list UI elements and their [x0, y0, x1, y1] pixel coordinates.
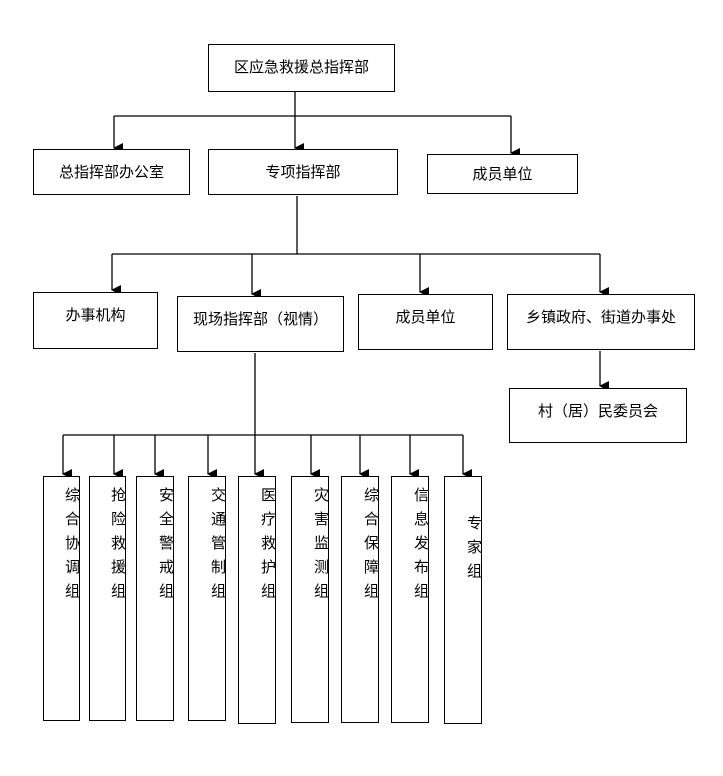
group-experts: 专家组 [444, 476, 483, 724]
group-monitoring: 灾害监测组 [291, 476, 330, 723]
group-traffic-label: 交通管制组 [209, 487, 227, 607]
group-logistics-label: 综合保障组 [362, 487, 380, 607]
township-node: 乡镇政府、街道办事处 [507, 294, 695, 350]
group-logistics: 综合保障组 [341, 476, 380, 723]
group-rescue-label: 抢险救援组 [109, 487, 127, 607]
member-units-node-2: 成员单位 [358, 294, 493, 350]
township-label: 乡镇政府、街道办事处 [525, 308, 676, 326]
group-information: 信息发布组 [391, 476, 430, 723]
village-committee-node: 村（居）民委员会 [509, 388, 687, 443]
member-units-label-2: 成员单位 [395, 308, 456, 326]
group-security-label: 安全警戒组 [157, 487, 175, 607]
special-command-label: 专项指挥部 [265, 163, 341, 181]
office-label: 总指挥部办公室 [58, 163, 164, 181]
member-units-label-1: 成员单位 [472, 165, 533, 183]
site-command-node: 现场指挥部（视情） [177, 296, 344, 352]
office-agency-node: 办事机构 [33, 292, 158, 349]
group-security: 安全警戒组 [136, 476, 175, 721]
group-information-label: 信息发布组 [412, 487, 430, 607]
member-units-node-1: 成员单位 [427, 154, 578, 194]
group-traffic: 交通管制组 [188, 476, 227, 721]
group-rescue: 抢险救援组 [89, 476, 127, 721]
office-agency-label: 办事机构 [65, 306, 126, 324]
office-node: 总指挥部办公室 [33, 149, 190, 195]
group-experts-label: 专家组 [465, 515, 483, 587]
group-coordination: 综合协调组 [43, 476, 81, 721]
village-committee-label: 村（居）民委员会 [537, 402, 658, 420]
site-command-label: 现场指挥部（视情） [192, 310, 328, 328]
special-command-node: 专项指挥部 [208, 149, 398, 195]
group-medical-label: 医疗救护组 [259, 487, 277, 607]
group-medical: 医疗救护组 [238, 476, 277, 724]
top-command-label: 区应急救援总指挥部 [233, 58, 369, 76]
group-coordination-label: 综合协调组 [63, 487, 81, 607]
group-monitoring-label: 灾害监测组 [312, 487, 330, 607]
top-command-node: 区应急救援总指挥部 [208, 44, 395, 92]
